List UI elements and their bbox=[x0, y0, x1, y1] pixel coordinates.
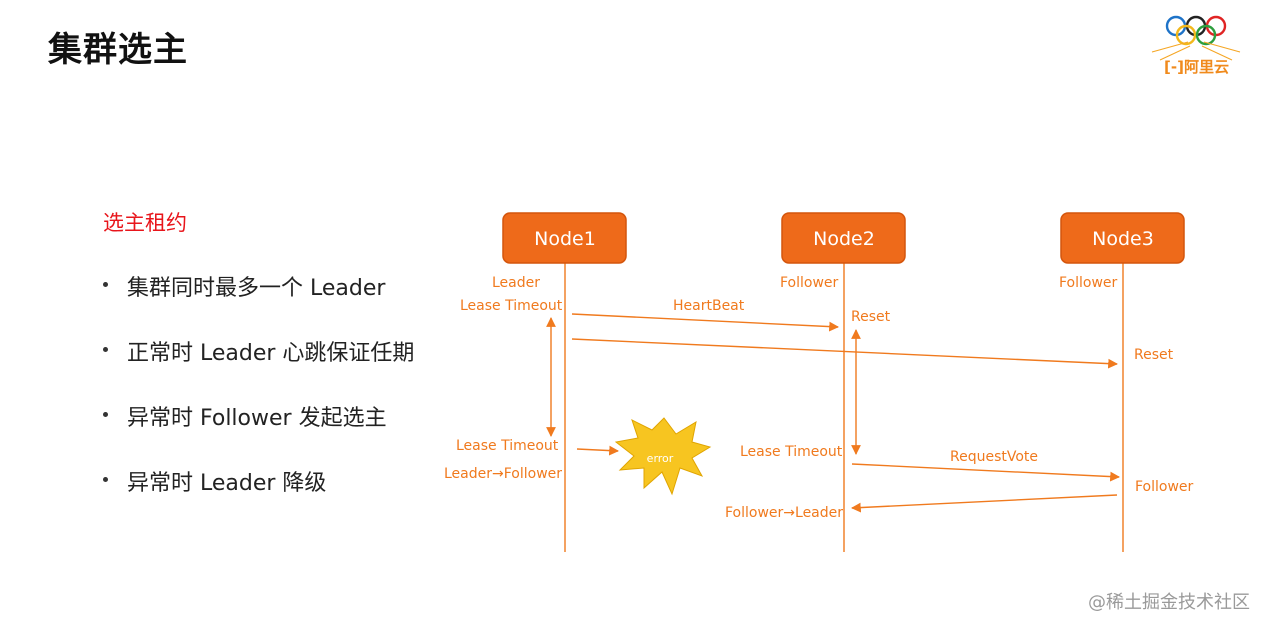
brand-name: 阿里云 bbox=[1183, 58, 1229, 76]
node1-lease-label: Lease Timeout bbox=[460, 298, 563, 314]
heartbeat-arrow-node2 bbox=[571, 313, 839, 332]
error-label: error bbox=[647, 452, 674, 465]
error-burst: error bbox=[614, 417, 712, 496]
node1-transition-label: Leader→Follower bbox=[444, 466, 562, 482]
error-arrow bbox=[576, 445, 619, 456]
vote-reply-arrow bbox=[851, 494, 1118, 513]
heartbeat-arrow-node3 bbox=[571, 338, 1118, 369]
node2-reset-label: Reset bbox=[851, 309, 891, 325]
node2-lease-timeout-label: Lease Timeout bbox=[740, 444, 843, 460]
section-heading: 选主租约 bbox=[103, 211, 187, 235]
bullet-list: 集群同时最多一个 Leader 正常时 Leader 心跳保证任期 异常时 Fo… bbox=[103, 270, 414, 530]
node2-role-label: Follower bbox=[780, 275, 839, 291]
node3-follower-label: Follower bbox=[1135, 479, 1194, 495]
bullet-dot bbox=[103, 477, 108, 482]
bullet-dot bbox=[103, 412, 108, 417]
node1-role-label: Leader bbox=[492, 275, 540, 291]
watermark: @稀土掘金技术社区 bbox=[1088, 592, 1250, 613]
node3-box: Node3 bbox=[1060, 212, 1185, 264]
list-item: 异常时 Follower 发起选主 bbox=[103, 400, 414, 465]
list-item: 集群同时最多一个 Leader bbox=[103, 270, 414, 335]
election-sequence-diagram: .lbl { fill:#f07a1e; font-size:14px; fon… bbox=[444, 212, 1194, 552]
list-item: 异常时 Leader 降级 bbox=[103, 465, 414, 530]
node1-lease-timeout-label: Lease Timeout bbox=[456, 438, 559, 454]
node3-reset-label: Reset bbox=[1134, 347, 1174, 363]
node1-label: Node1 bbox=[534, 228, 596, 250]
request-vote-arrow bbox=[851, 463, 1120, 482]
node2-transition-label: Follower→Leader bbox=[725, 505, 843, 521]
heartbeat-label: HeartBeat bbox=[673, 298, 745, 314]
node2-box: Node2 bbox=[781, 212, 906, 264]
bullet-dot bbox=[103, 282, 108, 287]
page-title: 集群选主 bbox=[48, 30, 188, 70]
brand-glyph: [-] bbox=[1164, 58, 1184, 76]
node2-label: Node2 bbox=[813, 228, 875, 250]
olympic-rings-logo bbox=[1151, 15, 1241, 61]
bullet-dot bbox=[103, 347, 108, 352]
node1-box: Node1 bbox=[502, 212, 627, 264]
list-item: 正常时 Leader 心跳保证任期 bbox=[103, 335, 414, 400]
brand-logo: [-]阿里云 bbox=[1164, 56, 1229, 77]
request-vote-label: RequestVote bbox=[950, 449, 1038, 465]
node3-label: Node3 bbox=[1092, 228, 1154, 250]
node3-role-label: Follower bbox=[1059, 275, 1118, 291]
